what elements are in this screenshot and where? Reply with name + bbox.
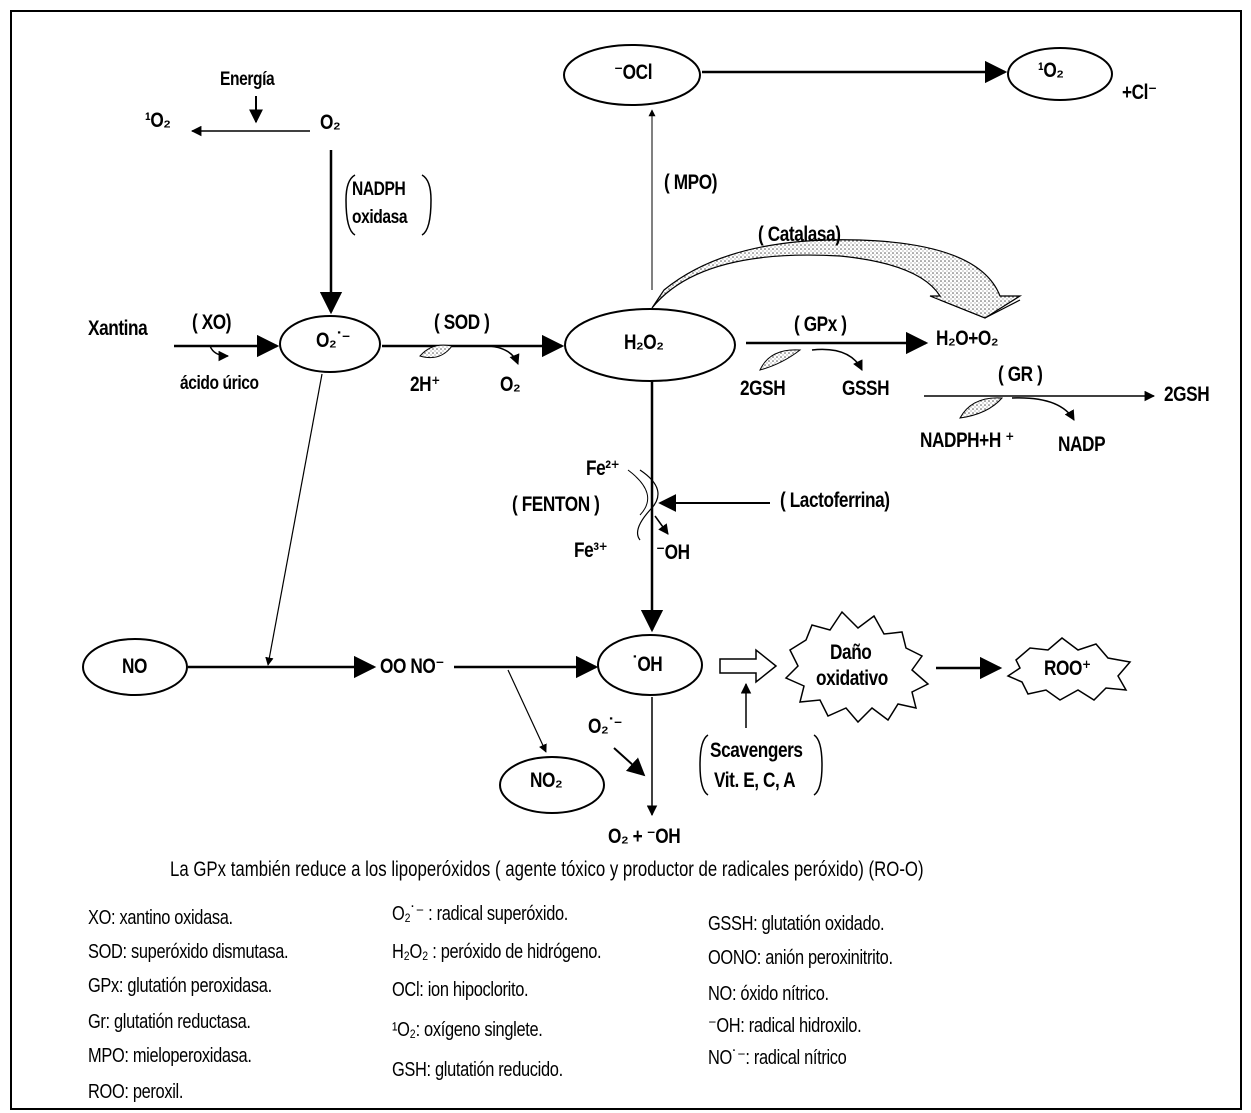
gssh-label: GSSH xyxy=(842,377,890,400)
vitamins-label: Vit. E, C, A xyxy=(714,769,796,792)
legend-item: NO: óxido nítrico. xyxy=(708,983,829,1005)
catalasa-label: ( Catalasa) xyxy=(758,223,841,246)
fe3-label: Fe³⁺ xyxy=(574,539,608,562)
legend-item: ROO: peroxil. xyxy=(88,1081,184,1103)
no2-node xyxy=(499,756,605,814)
singlet-o2-left-label: ¹O₂ xyxy=(145,109,171,132)
fenton-label: ( FENTON ) xyxy=(512,493,600,516)
legend-item: OONO: anión peroxinitrito. xyxy=(708,947,893,969)
o2-oh-label: O₂ + ⁻OH xyxy=(608,825,681,848)
no2-label: NO₂ xyxy=(530,769,563,792)
singlet-o2-right-label: ¹O₂ xyxy=(1038,59,1064,82)
h2o-o2-label: H₂O+O₂ xyxy=(936,327,999,350)
o2-top-label: O₂ xyxy=(320,111,341,134)
catalasa-arrow xyxy=(651,239,1023,319)
legend-item: NO˙⁻: radical nítrico xyxy=(708,1047,847,1069)
superoxide-node xyxy=(279,315,381,373)
gr-label: ( GR ) xyxy=(998,363,1043,386)
lactoferrina-label: ( Lactoferrina) xyxy=(780,489,890,512)
oh-radical-label: ˙OH xyxy=(632,653,663,676)
h2o2-node xyxy=(564,308,736,382)
ocl-node xyxy=(563,44,701,106)
legend-item: XO: xantino oxidasa. xyxy=(88,907,233,929)
2gsh-right-label: 2GSH xyxy=(1164,383,1210,406)
o2-sod-label: O₂ xyxy=(500,373,521,396)
legend-item: MPO: mieloperoxidasa. xyxy=(88,1045,252,1067)
legend-item: GSH: glutatión reducido. xyxy=(392,1059,563,1081)
legend-item: ⁻OH: radical hidroxilo. xyxy=(708,1015,862,1037)
nadp-label: NADP xyxy=(1058,433,1106,456)
hollow-arrow xyxy=(719,648,778,684)
legend-item: Gr: glutatión reductasa. xyxy=(88,1011,251,1033)
nadph-h-label: NADPH+H ⁺ xyxy=(920,429,1014,452)
legend-item: H₂O₂ : peróxido de hidrógeno. xyxy=(392,941,602,963)
dano-label: Daño xyxy=(830,641,872,664)
roo-shape xyxy=(1006,637,1132,701)
2h-label: 2H⁺ xyxy=(410,373,440,396)
ocl-label: ⁻OCl xyxy=(614,61,653,84)
legend-item: OCl: ion hipoclorito. xyxy=(392,979,529,1001)
gpx-label: ( GPx ) xyxy=(794,313,847,336)
legend-item: GPx: glutatión peroxidasa. xyxy=(88,975,272,997)
diagram-frame xyxy=(10,10,1242,1110)
plus-cl-label: +Cl⁻ xyxy=(1122,81,1157,104)
dano-oxidativo-shape xyxy=(784,610,930,724)
xantina-label: Xantina xyxy=(88,317,148,340)
scavengers-label: Scavengers xyxy=(710,739,803,762)
caption: La GPx también reduce a los lipoperóxido… xyxy=(170,858,924,881)
oxidativo-label: oxidativo xyxy=(816,667,888,690)
nadph-label: NADPH xyxy=(352,179,406,200)
sod-label: ( SOD ) xyxy=(434,311,490,334)
oono-label: OO NO⁻ xyxy=(380,655,445,678)
2gsh-left-label: 2GSH xyxy=(740,377,786,400)
no-node xyxy=(82,638,188,696)
mpo-label: ( MPO) xyxy=(664,171,718,194)
energia-label: Energía xyxy=(220,69,275,90)
oxidasa-label: oxidasa xyxy=(352,207,408,228)
fe2-label: Fe²⁺ xyxy=(586,457,620,480)
legend-item: ¹O₂: oxígeno singlete. xyxy=(392,1019,543,1041)
roo-label: ROO⁺ xyxy=(1044,657,1091,680)
h2o2-label: H₂O₂ xyxy=(624,331,664,354)
oh-minus-label: ⁻OH xyxy=(656,541,690,564)
superoxide-lower-label: O₂˙⁻ xyxy=(588,715,623,738)
legend-item: SOD: superóxido dismutasa. xyxy=(88,941,289,963)
legend-item: O₂˙⁻ : radical superóxido. xyxy=(392,903,569,925)
acido-urico-label: ácido úrico xyxy=(180,373,259,394)
no-label: NO xyxy=(122,655,148,678)
superoxide-label: O₂˙⁻ xyxy=(316,329,351,352)
singlet-o2-node xyxy=(1007,47,1113,101)
xo-label: ( XO) xyxy=(192,311,232,334)
legend-item: GSSH: glutatión oxidado. xyxy=(708,913,885,935)
